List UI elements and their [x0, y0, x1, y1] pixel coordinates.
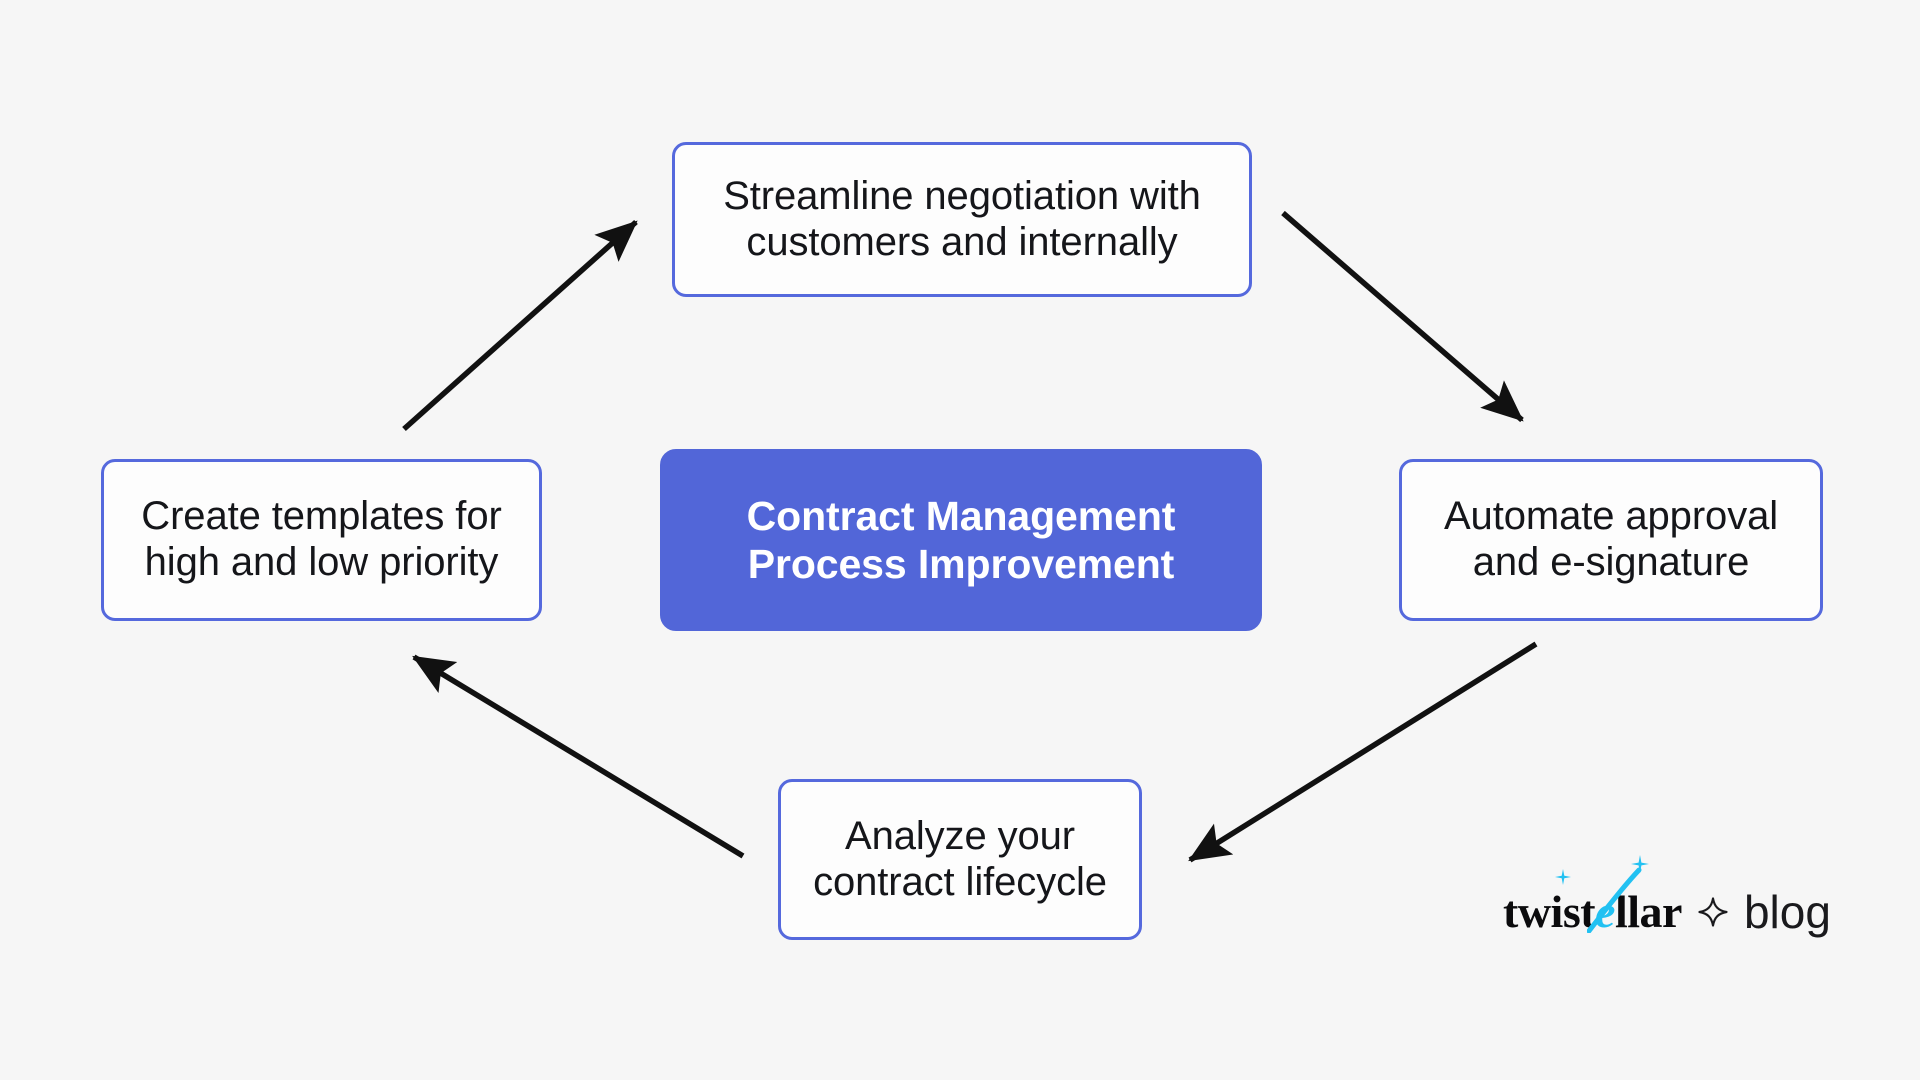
arrow-left-to-top: [402, 219, 638, 432]
arrow-right-to-bottom: [1188, 641, 1538, 863]
node-top-label: Streamline negotiation with customers an…: [723, 173, 1201, 264]
arrow-top-to-right: [1281, 210, 1524, 423]
node-right-label: Automate approval and e-signature: [1443, 494, 1779, 584]
arrow-bottom-to-left: [412, 654, 745, 859]
sparkle-icon-large: [1631, 855, 1649, 873]
four-pointed-star-icon: [1698, 897, 1728, 927]
blog-label: blog: [1743, 886, 1831, 938]
node-automate-approval[interactable]: Automate approval and e-signature: [1399, 459, 1823, 621]
node-left-label: Create templates for high and low priori…: [141, 494, 502, 584]
node-center-contract-management[interactable]: Contract Management Process Improvement: [660, 449, 1262, 631]
sparkle-icon-small: [1555, 869, 1571, 885]
node-center-label: Contract Management Process Improvement: [746, 492, 1176, 587]
node-analyze-lifecycle[interactable]: Analyze your contract lifecycle: [778, 779, 1142, 940]
wordmark-suffix: llar: [1614, 886, 1682, 937]
node-bottom-label: Analyze your contract lifecycle: [813, 813, 1107, 904]
wordmark-prefix: twist: [1503, 886, 1596, 937]
node-create-templates[interactable]: Create templates for high and low priori…: [101, 459, 542, 621]
node-streamline-negotiation[interactable]: Streamline negotiation with customers an…: [672, 142, 1252, 297]
wordmark-stylized-e: e: [1595, 886, 1615, 937]
